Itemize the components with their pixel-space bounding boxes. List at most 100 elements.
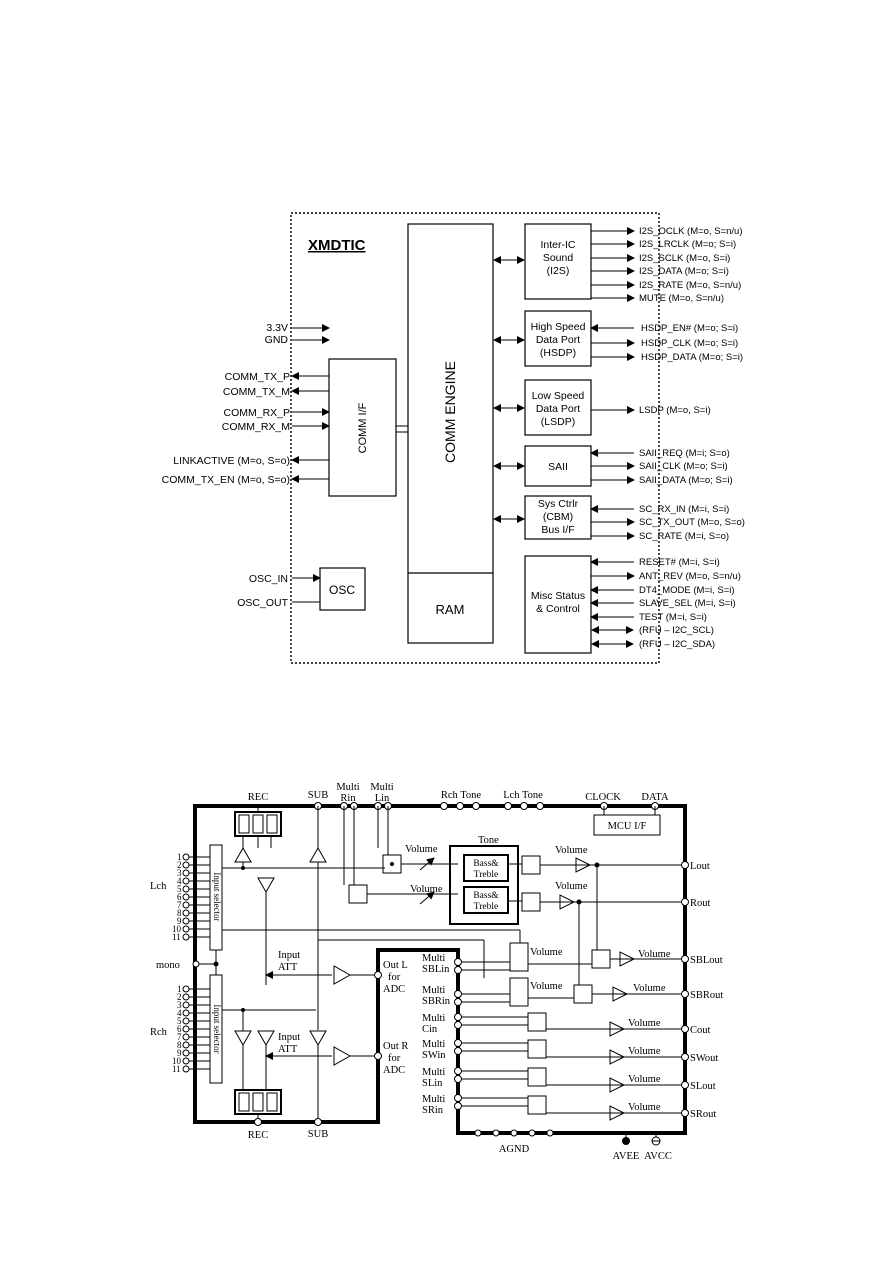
svg-text:(HSDP): (HSDP) (540, 347, 576, 359)
svg-text:6: 6 (177, 892, 182, 902)
comm-tx-m-label: COMM_TX_M (223, 386, 290, 398)
volume-sw-label: Volume (628, 1046, 661, 1057)
out-r-label-2: for (388, 1053, 401, 1064)
multi-channel-paths: Volume Volume Volume Volume (462, 1012, 682, 1121)
multi-lin-switch (377, 806, 402, 874)
out-l-label-2: for (388, 972, 401, 983)
input-att-l-label-2: ATT (278, 962, 298, 973)
sub-top-label: SUB (308, 790, 328, 801)
xmdtic-title: XMDTIC (308, 237, 366, 254)
saii-req-label: SAII_REQ (M=i; S=o) (639, 448, 730, 459)
output-labels: Lout Rout SBLout SBRout Cout SWout SLout… (690, 861, 723, 1120)
out-l-label-1: Out L (383, 960, 408, 971)
comm-if-label: COMM I/F (357, 402, 369, 453)
mute-label: MUTE (M=o, S=n/u) (639, 293, 724, 304)
rec-top-label: REC (248, 792, 268, 803)
osc-block (319, 567, 366, 611)
svg-text:9: 9 (177, 916, 182, 926)
rch-input-lines (189, 988, 210, 1070)
comm-tx-p-label: COMM_TX_P (225, 371, 290, 383)
svg-text:2: 2 (177, 860, 182, 870)
avee-pin (622, 1137, 630, 1145)
svg-text:10: 10 (172, 1056, 182, 1066)
swout-label: SWout (690, 1053, 718, 1064)
multi-sbrin-label-2: SBRin (422, 996, 451, 1007)
svg-text:5: 5 (177, 884, 182, 894)
cout-label: Cout (690, 1025, 711, 1036)
volume-sl-label: Volume (628, 1074, 661, 1085)
comm-engine-label: COMM ENGINE (442, 361, 458, 463)
bass-treble-r-2: Treble (474, 902, 498, 912)
svg-text:3: 3 (177, 868, 182, 878)
rec-switch-bottom (234, 1089, 282, 1122)
volume-sbr-in-label: Volume (530, 981, 563, 992)
svg-text:9: 9 (177, 1048, 182, 1058)
volume-sbl-in-label: Volume (530, 947, 563, 958)
hsdp-block: High Speed Data Port (HSDP) (493, 310, 592, 367)
avee-label: AVEE (613, 1151, 640, 1162)
svg-text:6: 6 (177, 1024, 182, 1034)
volume-sr-label: Volume (628, 1102, 661, 1113)
xmdtic-block-diagram: XMDTIC COMM ENGINE RAM COMM I/F OSC OSC_… (162, 212, 745, 664)
saii-data-label: SAII_DATA (M=o; S=i) (639, 475, 733, 486)
agnd-label: AGND (499, 1144, 530, 1155)
lch-input-lines (189, 856, 210, 938)
svg-text:3: 3 (177, 1000, 182, 1010)
tone-label: Tone (478, 835, 499, 846)
bass-treble-l-2: Treble (474, 870, 498, 880)
svg-text:4: 4 (177, 1008, 182, 1018)
sysctrl-block: Sys Ctrlr (CBM) Bus I/F (493, 495, 592, 540)
multi-input-pins (454, 958, 462, 1110)
input-att-l-label-1: Input (278, 950, 300, 961)
svg-text:Bus I/F: Bus I/F (541, 524, 574, 536)
svg-text:Low Speed: Low Speed (532, 390, 585, 402)
svg-text:High Speed: High Speed (531, 321, 586, 333)
sblout-label: SBLout (690, 955, 723, 966)
slout-label: SLout (690, 1081, 716, 1092)
rch-tone-label: Rch Tone (441, 790, 482, 801)
multi-srin-label-1: Multi (422, 1094, 445, 1105)
sub-buffer-bottom (309, 1030, 327, 1047)
multi-sblin-label-2: SBLin (422, 964, 450, 975)
i2s-lrclk-label: I2S_LRCLK (M=o; S=i) (639, 239, 736, 250)
svg-text:2: 2 (177, 992, 182, 1002)
rch-label: Rch (150, 1027, 168, 1038)
hsdp-clk-label: HSDP_CLK (M=o; S=i) (641, 338, 738, 349)
linkactive-label: LINKACTIVE (M=o, S=o) (173, 455, 290, 467)
out-r-label-1: Out R (383, 1041, 408, 1052)
mono-pin (192, 960, 200, 968)
clock-label: CLOCK (585, 792, 621, 803)
lch-input-numbers: 1 2 3 4 5 6 7 8 9 10 11 (172, 852, 182, 942)
buffer-triangle-1 (234, 846, 252, 863)
rec-bottom-label: REC (248, 1130, 268, 1141)
rfu-scl-label: (RFU – I2C_SCL) (639, 625, 714, 636)
out-r-label-3: ADC (383, 1065, 405, 1076)
gnd-label: GND (265, 334, 289, 346)
i2s-oclk-label: I2S_OCLK (M=o, S=n/u) (639, 226, 743, 237)
multi-swin-label-1: Multi (422, 1039, 445, 1050)
volume-sbr-label: Volume (633, 983, 666, 994)
multi-sbrin-label-1: Multi (422, 985, 445, 996)
rec-switch-top (234, 806, 282, 848)
i2s-data-label: I2S_DATA (M=o; S=i) (639, 266, 729, 277)
sc-tx-out-label: SC_TX_OUT (M=o, S=o) (639, 517, 745, 528)
saii-block: SAII (493, 445, 592, 487)
svg-text:5: 5 (177, 1016, 182, 1026)
mono-label: mono (156, 960, 180, 971)
dt4-mode-label: DT4_MODE (M=i, S=i) (639, 585, 735, 596)
saii-clk-label: SAII_CLK (M=o; S=i) (639, 461, 728, 472)
input-att-r-label-1: Input (278, 1032, 300, 1043)
lsdp-label: LSDP (M=o, S=i) (639, 405, 711, 416)
multi-rin-label-1: Multi (336, 782, 359, 793)
volume-rin-symbol (419, 891, 435, 905)
rch-input-numbers: 1 2 3 4 5 6 7 8 9 10 11 (172, 984, 182, 1074)
svg-text:(CBM): (CBM) (543, 511, 573, 523)
lch-input-selector-label: Input selector (212, 872, 222, 921)
test-label: TEST (M=i, S=i) (639, 612, 707, 623)
multi-swin-label-2: SWin (422, 1050, 446, 1061)
svg-text:8: 8 (177, 1040, 182, 1050)
srout-label: SRout (690, 1109, 716, 1120)
bass-treble-r-1: Bass& (473, 891, 499, 901)
lsdp-block: Low Speed Data Port (LSDP) (493, 379, 592, 436)
